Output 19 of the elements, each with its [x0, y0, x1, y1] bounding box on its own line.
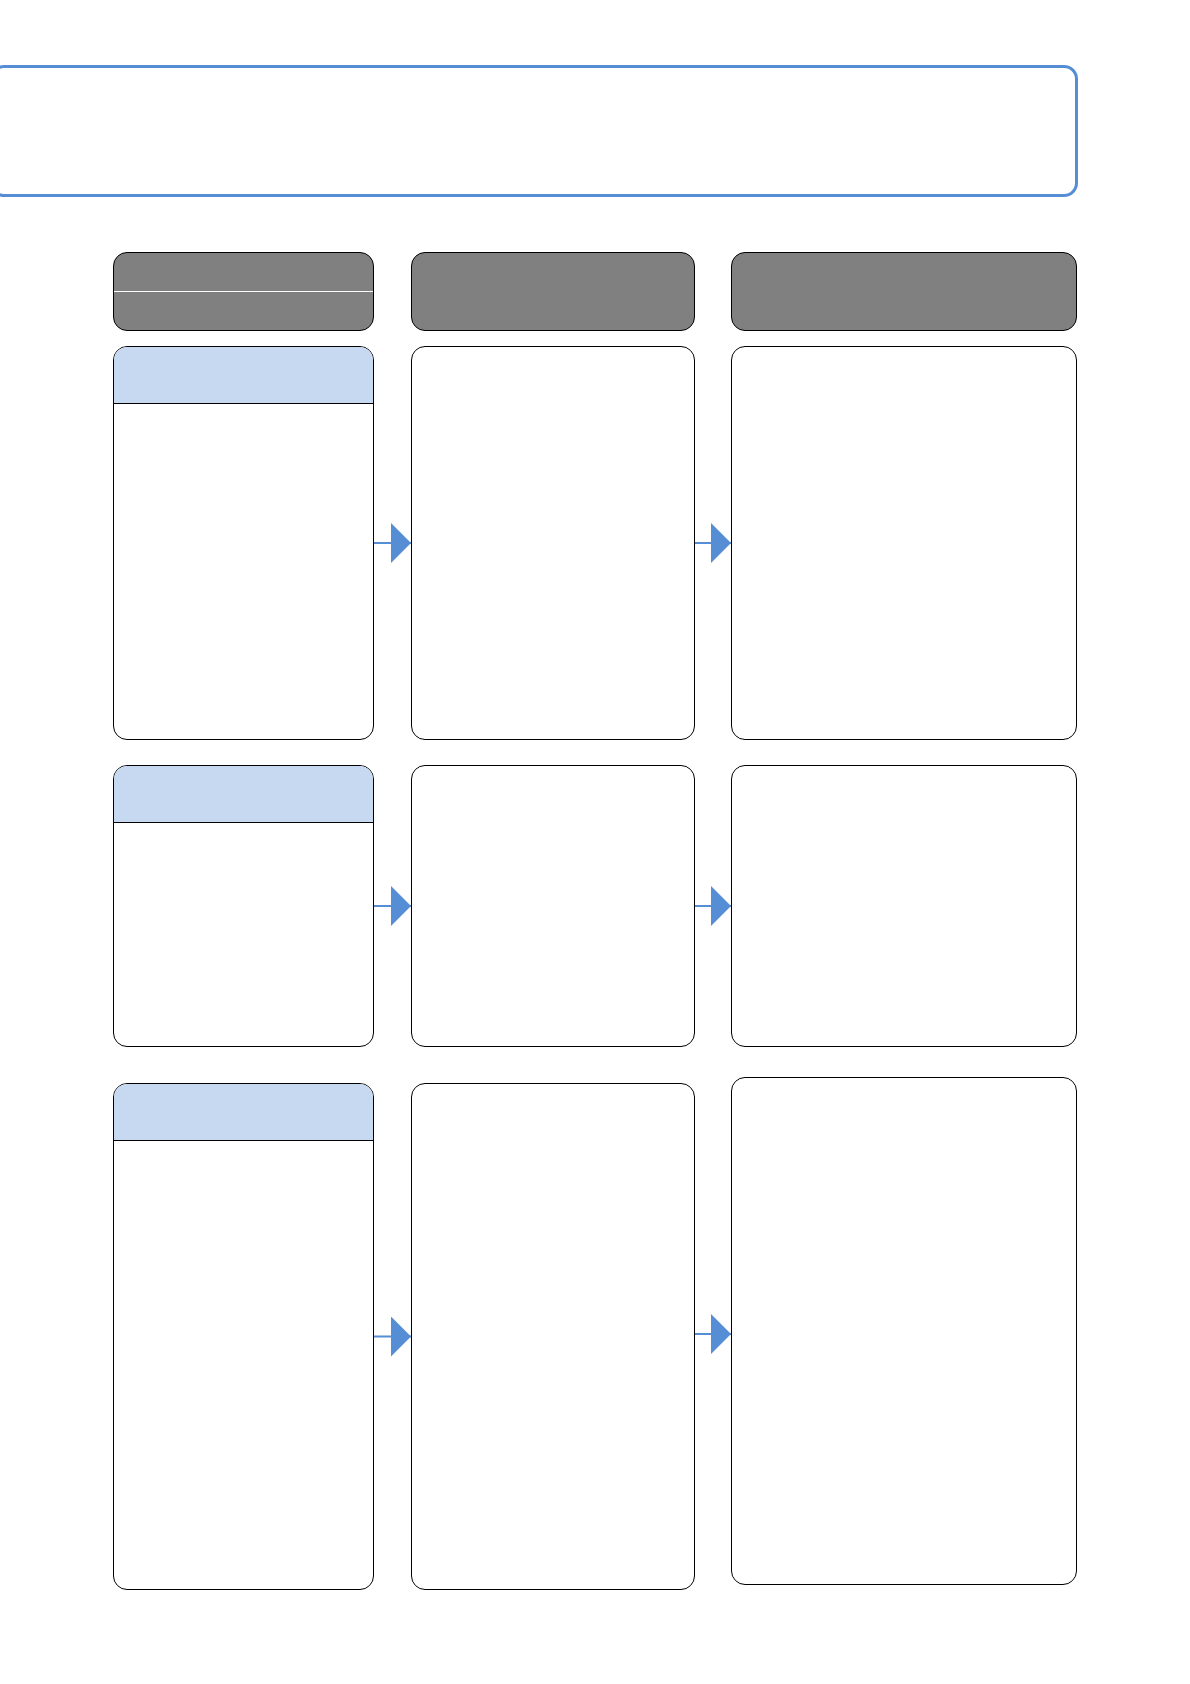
title-banner: [0, 65, 1078, 197]
content-box: [411, 346, 695, 740]
category-card: [113, 765, 374, 1047]
arrow: [373, 523, 412, 563]
column-header: [411, 252, 695, 331]
arrow: [694, 1314, 732, 1354]
content-box: [411, 1083, 695, 1590]
content-box: [411, 765, 695, 1047]
arrow: [373, 886, 412, 926]
arrow: [694, 886, 732, 926]
content-box: [731, 346, 1077, 740]
category-card: [113, 1083, 374, 1590]
content-box: [731, 765, 1077, 1047]
content-box: [731, 1077, 1077, 1585]
column-header: [113, 252, 374, 331]
arrow: [373, 1316, 412, 1357]
arrow: [694, 523, 732, 563]
category-card: [113, 346, 374, 740]
column-header: [731, 252, 1077, 331]
